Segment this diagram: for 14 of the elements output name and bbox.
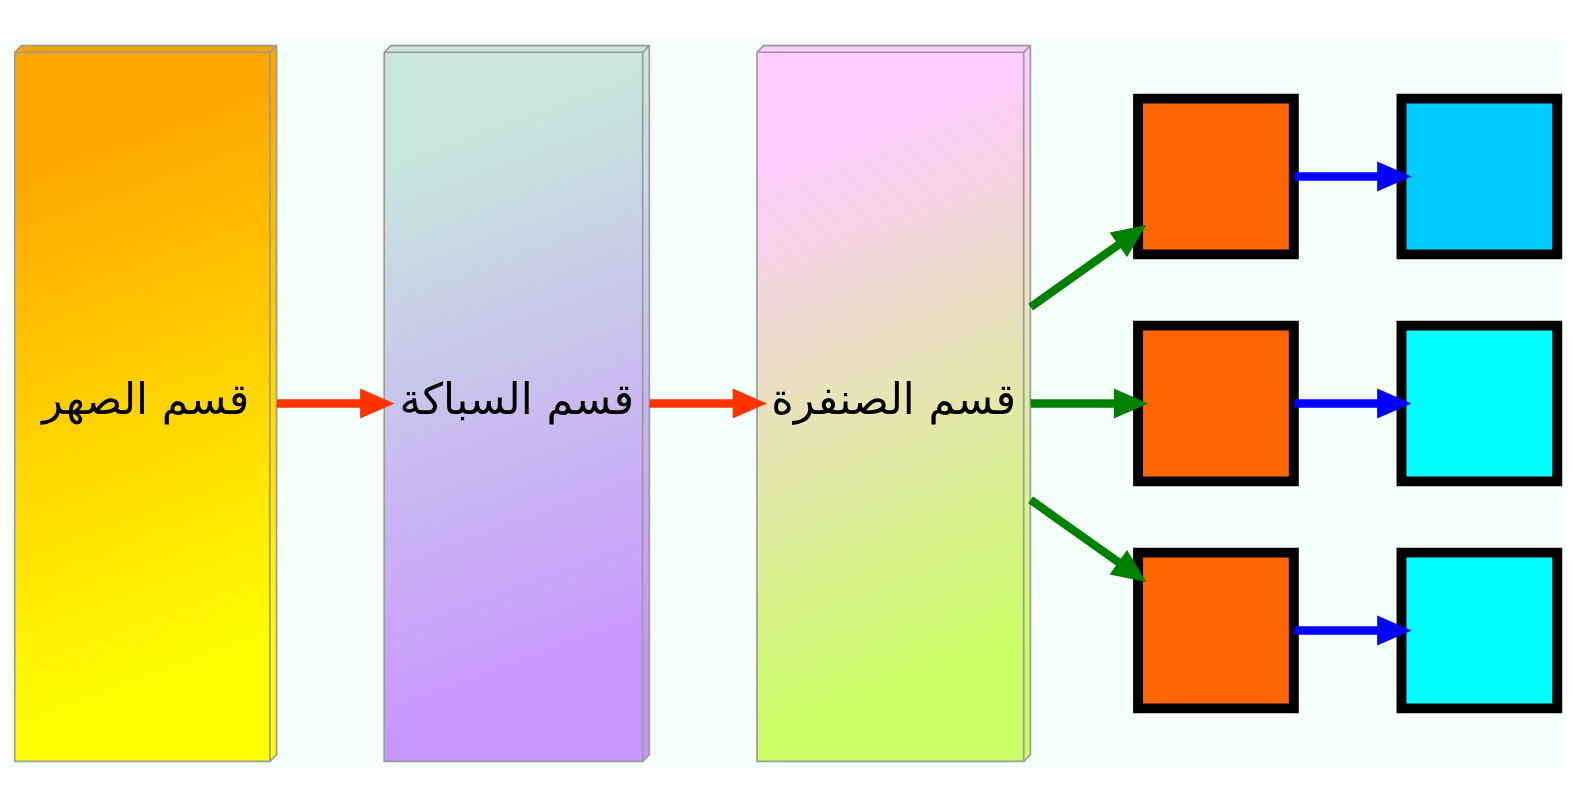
node-box [1133, 93, 1299, 260]
node-box [1133, 547, 1299, 714]
arrow [649, 388, 768, 419]
arrow [1294, 161, 1412, 192]
node-box [1396, 547, 1563, 714]
arrow [1028, 224, 1147, 311]
node-box [1396, 93, 1563, 260]
arrow [1028, 496, 1147, 583]
arrow [277, 388, 395, 419]
node-box [1133, 320, 1299, 487]
arrow [1030, 388, 1149, 419]
node-box [1396, 320, 1563, 487]
arrow [1294, 388, 1412, 419]
arrow [1294, 615, 1412, 646]
